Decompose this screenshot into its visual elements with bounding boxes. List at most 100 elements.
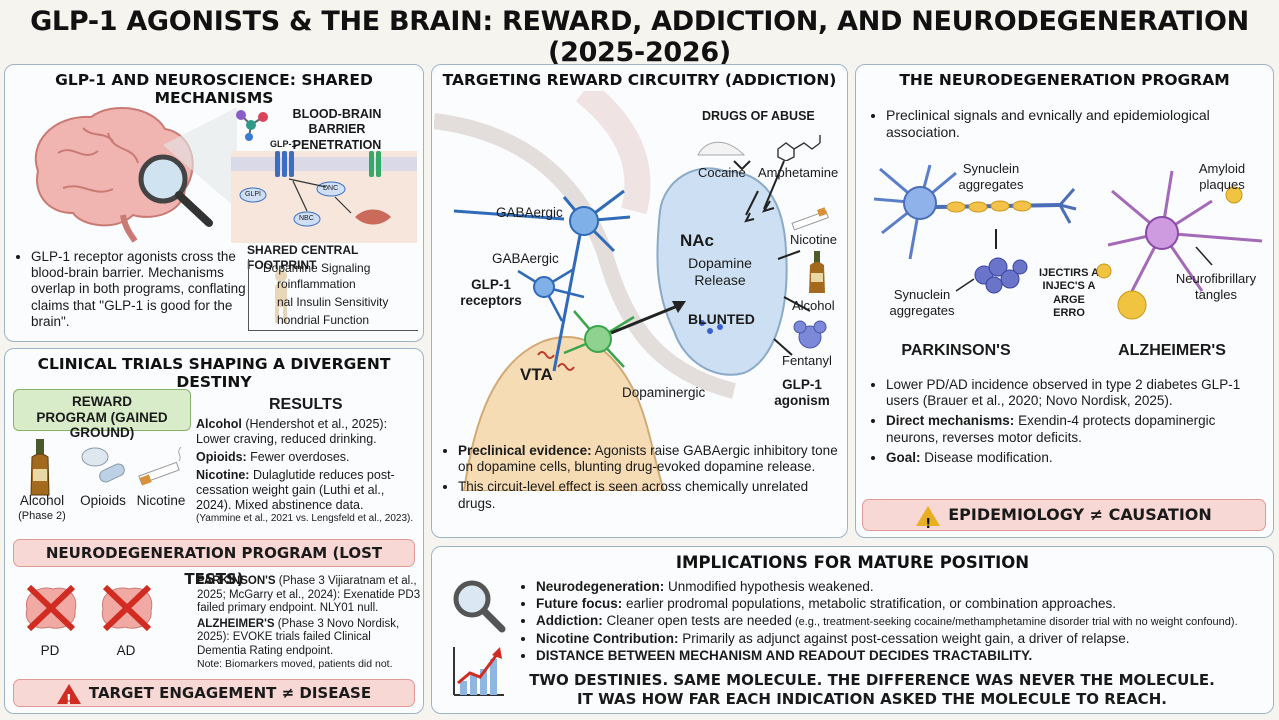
warning-icon: ! [56, 683, 81, 708]
footprint-title: SHARED CENTRAL FOOTPRINT [247, 243, 359, 272]
target-engagement-banner: !TARGET ENGAGEMENT ≠ DISEASE MODIFICATIO… [13, 679, 415, 713]
result-parkinsons: PARKINSON'S (Phase 3 Vijiaratnam et al.,… [197, 575, 421, 615]
fentanyl-icon [793, 320, 827, 349]
glp1-label: GLP-1 [270, 139, 297, 149]
dopaminergic-neuron [563, 301, 686, 368]
nicotine-label: Nicotine [136, 493, 186, 508]
dopaminergic-label: Dopaminergic [622, 385, 706, 400]
bullet-distance: DISTANCE BETWEEN MECHANISM AND READOUT D… [536, 648, 1268, 663]
results-heading: RESULTS [269, 396, 343, 413]
result-note: Note: Biomarkers moved, patients did not… [197, 658, 393, 671]
footprint-item: hondrial Function [277, 313, 370, 327]
tangles-label: Neurofibrillary tangles [1175, 271, 1257, 302]
parkinsons-neuron-illustration [873, 164, 1077, 294]
bullet-incidence: Lower PD/AD incidence observed in type 2… [886, 377, 1270, 409]
shared-mechanisms-text: GLP-1 receptor agonists cross the blood-… [15, 249, 249, 334]
body-text: GLP-1 receptor agonists cross the blood-… [31, 249, 249, 330]
result-nicotine-refs: (Yammine et al., 2021 vs. Lengsfeld et a… [196, 513, 414, 524]
reward-circuit-illustration [434, 91, 811, 491]
result-nicotine: Nicotine: Dulaglutide reduces post-cessa… [196, 468, 395, 512]
growth-chart-icon [453, 647, 504, 696]
footprint-item: roinflammation [277, 277, 356, 291]
opioids-label: Opioids [80, 493, 126, 508]
body-silhouette-icon [275, 270, 287, 323]
alcohol-label: Alcohol [19, 493, 65, 508]
magnifier-icon [453, 580, 506, 633]
implications-bullets: Neurodegeneration: Unmodified hypothesis… [520, 579, 1268, 665]
panel-shared-mechanisms: GLP-1 AND NEUROSCIENCE: SHARED MECHANISM… [4, 64, 424, 342]
amyloid-label: Amyloid plaques [1198, 161, 1246, 192]
bullet-goal: Goal: Disease modification. [886, 450, 1270, 466]
alzheimers-neuron-illustration [1096, 170, 1263, 320]
bullet-neurodegeneration: Neurodegeneration: Unmodified hypothesis… [536, 579, 1268, 594]
panel-clinical-trials: CLINICAL TRIALS SHAPING A DIVERGENT DEST… [4, 348, 424, 714]
epidemiology-banner: !EPIDEMIOLOGY ≠ CAUSATION [862, 499, 1266, 532]
ad-label: AD [116, 643, 136, 658]
pd-label: PD [40, 643, 60, 658]
results-text: Alcohol (Hendershot et al., 2025): Lower… [196, 417, 418, 525]
panel-heading: GLP-1 AND NEUROSCIENCE: SHARED MECHANISM… [55, 71, 373, 107]
footprint-item: Dopamine Signaling [263, 261, 371, 275]
neuro-results-text: PARKINSON'S (Phase 3 Vijiaratnam et al.,… [197, 575, 421, 671]
gaba-label-1: GABAergic [496, 205, 563, 220]
dopamine-release-label: Dopamine Release [688, 255, 752, 289]
result-opioids: Opioids: Fewer overdoses. [196, 450, 350, 464]
result-alcohol: Alcohol (Hendershot et al., 2025): Lower… [196, 417, 388, 446]
alcohol-label: Alcohol [792, 298, 835, 313]
panel-neurodegeneration: THE NEURODEGENERATION PROGRAM Preclinica… [855, 64, 1274, 538]
panel-heading: IMPLICATIONS FOR MATURE POSITION [675, 553, 1030, 572]
reward-bullets: Preclinical evidence: Agonists raise GAB… [442, 443, 840, 516]
warning-icon: ! [916, 505, 941, 532]
brain-magnifier-illustration [34, 106, 237, 243]
membrane-diagram [231, 151, 417, 243]
nac-label: NAc [680, 231, 715, 250]
neuro-intro: Preclinical signals and evnically and ep… [870, 107, 1266, 145]
glpi-label: GLPI [245, 191, 261, 198]
page-title: GLP-1 AGONISTS & THE BRAIN: REWARD, ADDI… [30, 6, 1249, 68]
bbb-label: BLOOD-BRAIN BARRIER PENETRATION [292, 107, 382, 152]
blunted-label: BLUNTED [688, 311, 755, 327]
panel-reward-circuitry: TARGETING REWARD CIRCUITRY (ADDICTION) [431, 64, 848, 538]
nicotine-cigarette-icon [138, 447, 182, 486]
glp1-receptors-label: GLP-1 receptors [460, 277, 522, 309]
cocaine-icon [697, 141, 746, 156]
neuro-program-pill: NEURODEGENERATION PROGRAM (LOST TESTS) [13, 539, 415, 588]
gaba-label-2: GABAergic [492, 251, 559, 266]
molecule-icon [236, 110, 268, 141]
dnc-label: DNC [323, 185, 339, 192]
pd-brain-crossed-icon [25, 584, 77, 632]
panel-heading: THE NEURODEGENERATION PROGRAM [899, 71, 1230, 89]
vta-label: VTA [520, 365, 553, 384]
cocaine-label: Cocaine [698, 165, 746, 180]
panel-heading: CLINICAL TRIALS SHAPING A DIVERGENT DEST… [37, 355, 391, 391]
alcohol-phase: (Phase 2) [18, 510, 66, 522]
bullet-preclinical: Preclinical evidence: Agonists raise GAB… [458, 443, 840, 475]
nbc-label: NBC [299, 215, 314, 222]
amphetamine-label: Amphetamine [758, 165, 839, 180]
amphetamine-structure-icon [777, 135, 821, 161]
synuclein-label-1: Synuclein aggregates [958, 161, 1024, 192]
ad-brain-crossed-icon [101, 584, 153, 632]
alcohol-bottle-icon [809, 251, 825, 293]
gaba-neuron-1 [453, 189, 631, 372]
closing-line-1: TWO DESTINIES. SAME MOLECULE. THE DIFFER… [529, 671, 1215, 689]
fentanyl-label: Fentanyl [782, 353, 832, 368]
bullet-future-focus: Future focus: earlier prodromal populati… [536, 596, 1268, 611]
bullet-circuit: This circuit-level effect is seen across… [458, 479, 840, 511]
reward-program-pill: REWARD PROGRAM (GAINED GROUND) [13, 389, 191, 440]
closing-line-2: IT WAS HOW FAR EACH INDICATION ASKED THE… [577, 690, 1167, 708]
nicotine-label: Nicotine [790, 232, 837, 247]
parkinsons-heading: PARKINSON'S [901, 342, 1011, 359]
alcohol-bottle-icon [30, 439, 50, 496]
opioids-pills-icon [81, 447, 125, 483]
footprint-box: Dopamine Signaling roinflammation nal In… [248, 259, 418, 331]
intro-text: Preclinical signals and evnically and ep… [886, 107, 1266, 141]
bullet-mechanisms: Direct mechanisms: Exendin-4 protects do… [886, 413, 1270, 445]
glp1-agonism-label: GLP-1 agonism [774, 377, 830, 409]
overlay-text: IJECTIRS A INJEC'S A ARGE ERRO [1038, 267, 1100, 320]
gaba-neuron-2 [517, 267, 585, 322]
bullet-addiction: Addiction: Cleaner open tests are needed… [536, 613, 1268, 628]
panel-heading: TARGETING REWARD CIRCUITRY (ADDICTION) [442, 71, 837, 89]
result-alzheimers: ALZHEIMER'S (Phase 3 Novo Nordisk, 2025)… [197, 617, 400, 657]
footprint-item: nal Insulin Sensitivity [277, 295, 389, 309]
